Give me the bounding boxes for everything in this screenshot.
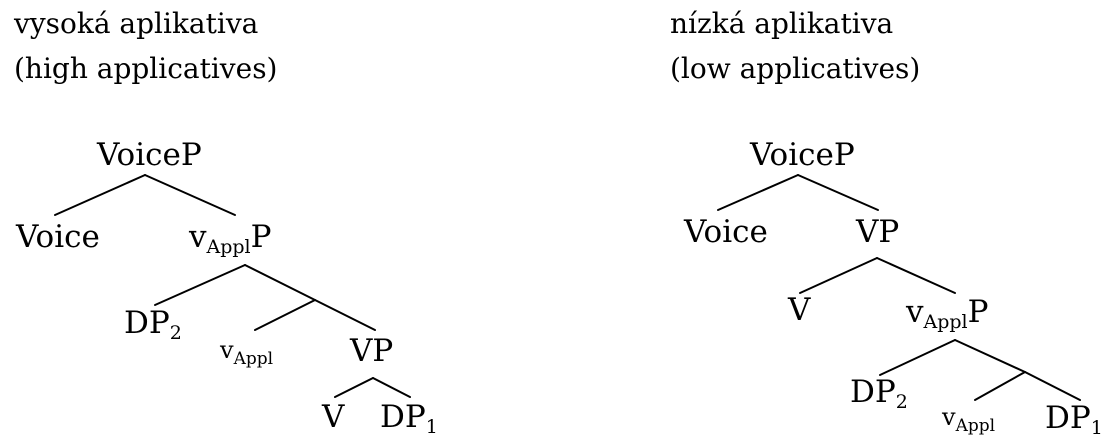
- left-heading-english: (high applicatives): [14, 52, 278, 85]
- branch-left-root-voice: [54, 174, 146, 216]
- right-node-vappl: vAppl: [942, 403, 996, 436]
- branch-right-root-voice: [717, 174, 799, 211]
- branch-left-vp-dp1: [372, 377, 411, 398]
- left-node-voice: Voice: [16, 219, 100, 255]
- branch-left-bar-vappl: [254, 299, 316, 331]
- branch-left-vapplp-dp2: [154, 264, 246, 306]
- branch-right-bar-vappl: [974, 371, 1026, 401]
- right-node-voice: Voice: [684, 214, 768, 250]
- left-node-vp: VP: [350, 333, 394, 369]
- right-heading-czech: nízká aplikativa: [670, 7, 894, 40]
- branch-right-root-vp: [797, 174, 879, 211]
- left-node-voicep: VoiceP: [97, 137, 202, 173]
- branch-right-vp-vapplp: [876, 257, 956, 294]
- branch-left-vp-v: [334, 377, 374, 398]
- left-heading-czech: vysoká aplikativa: [14, 7, 259, 40]
- right-node-vapplp: vApplP: [906, 294, 989, 333]
- right-node-v: V: [788, 292, 811, 328]
- left-node-dp2: DP2: [124, 305, 182, 344]
- right-node-vp: VP: [856, 214, 900, 250]
- branch-left-vapplp-bar: [244, 264, 316, 301]
- left-node-v: V: [322, 399, 345, 435]
- right-node-dp2: DP2: [850, 374, 908, 413]
- branch-right-vapplp-dp2: [879, 339, 956, 376]
- left-node-vapplp: vApplP: [189, 219, 272, 258]
- right-node-dp1: DP1: [1045, 400, 1103, 439]
- branch-right-vp-v: [799, 257, 878, 294]
- right-node-voicep: VoiceP: [750, 137, 855, 173]
- branch-right-vapplp-bar: [954, 339, 1026, 373]
- right-heading-english: (low applicatives): [670, 52, 921, 85]
- branch-left-root-vapplp: [144, 174, 236, 216]
- left-node-dp1: DP1: [380, 399, 438, 438]
- branch-left-bar-vp: [314, 299, 376, 331]
- left-node-vappl: vAppl: [220, 336, 274, 369]
- branch-right-bar-dp1: [1024, 371, 1081, 401]
